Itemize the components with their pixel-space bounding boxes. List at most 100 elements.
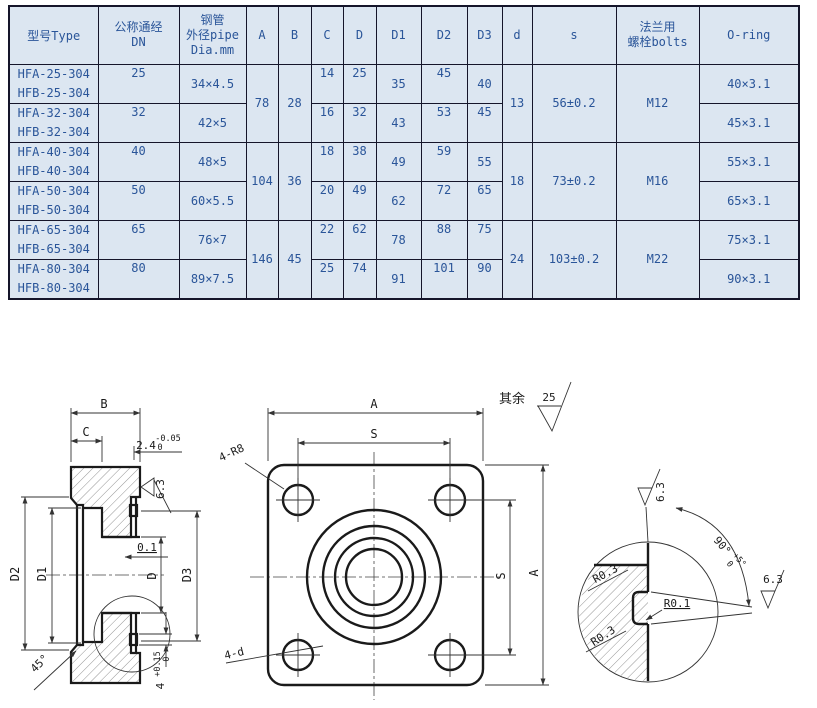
dn-cell: 25 [97, 63, 180, 104]
oring-cell: 65×3.1 [698, 180, 800, 221]
d3-cell: 55 [466, 141, 503, 182]
d3-cell: 40 [466, 63, 503, 104]
flange-outline [266, 463, 485, 687]
col-header-d2: D2 [420, 5, 468, 65]
radius-label: R0.1 [664, 597, 691, 610]
others-finish-symbol [537, 381, 572, 433]
d2-cell: 88 [420, 219, 468, 260]
type-cell: HFA-25-304 HFB-25-304 [8, 63, 99, 104]
bolts-cell: M22 [615, 219, 700, 299]
dim-a-side-label: A [527, 569, 541, 577]
a-cell: 104 [245, 141, 279, 221]
d2-cell: 72 [420, 180, 468, 221]
dsmall-cell: 18 [501, 141, 533, 221]
c-cell: 16 [310, 102, 344, 143]
bolts-cell: M12 [615, 63, 700, 143]
d2-cell: 53 [420, 102, 468, 143]
oring-cell: 40×3.1 [698, 63, 800, 104]
corner-radius-note: 4-R8 [217, 441, 247, 464]
col-header-pipe: 钢管 外径pipe Dia.mm [178, 5, 247, 65]
dim-d2-label: D2 [8, 567, 22, 581]
type-cell: HFA-32-304 HFB-32-304 [8, 102, 99, 143]
a-cell: 146 [245, 219, 279, 299]
d1-cell: 91 [375, 258, 422, 299]
pipe-cell: 34×4.5 [178, 63, 247, 104]
col-header-a: A [245, 5, 279, 65]
d2-cell: 101 [420, 258, 468, 299]
pipe-cell: 42×5 [178, 102, 247, 143]
center-bores [305, 508, 443, 646]
d3-cell: 90 [466, 258, 503, 299]
oring-groove-section [128, 632, 139, 647]
type-cell: HFA-80-304 HFB-80-304 [8, 258, 99, 299]
dsmall-cell: 24 [501, 219, 533, 299]
pipe-cell: 48×5 [178, 141, 247, 182]
d1-cell: 35 [375, 63, 422, 104]
col-header-b: B [277, 5, 312, 65]
type-cell: HFA-40-304 HFB-40-304 [8, 141, 99, 182]
spec-table: 型号Type 公称通经 DN 钢管 外径pipe Dia.mm A B C D … [8, 5, 800, 300]
col-header-d: D [342, 5, 377, 65]
dim-s-side-label: S [494, 572, 508, 579]
col-header-s: s [531, 5, 617, 65]
others-finish-label: 其余 [499, 391, 525, 407]
section-view: B C 2.4 -0.05 0 6.3 D2 D1 0.1 D [8, 397, 201, 691]
oring-groove-section [128, 503, 139, 518]
col-header-d3: D3 [466, 5, 503, 65]
d2-cell: 59 [420, 141, 468, 182]
section-upper-body [69, 465, 142, 539]
dim-b-label: B [100, 397, 107, 411]
dsmall-cell: 13 [501, 63, 533, 143]
c-cell: 25 [310, 258, 344, 299]
d3-cell: 45 [466, 102, 503, 143]
dim-s-top-label: S [370, 427, 377, 441]
dim-d1-label: D1 [35, 567, 49, 581]
table-row: HFA-25-304 HFB-25-304 25 34×4.5 78 28 14… [8, 63, 800, 143]
depth-dim-label: 4 [154, 682, 167, 689]
dn-cell: 32 [97, 102, 180, 143]
d-cell: 74 [342, 258, 377, 299]
step-dim-label: 0.1 [137, 541, 157, 554]
detail-hatch [579, 565, 648, 681]
d1-cell: 62 [375, 180, 422, 221]
b-cell: 28 [277, 63, 312, 143]
dim-a-top-label: A [370, 397, 378, 411]
oring-groove-profile [631, 590, 648, 626]
lip-tol-upper: -0.05 [155, 434, 181, 444]
b-cell: 45 [277, 219, 312, 299]
d-cell: 62 [342, 219, 377, 260]
svg-text:90°: 90° [711, 534, 734, 558]
svg-text:0: 0 [724, 559, 735, 569]
front-view: A S S A 4-R8 4-d [217, 397, 549, 700]
dn-cell: 50 [97, 180, 180, 221]
d1-cell: 49 [375, 141, 422, 182]
oring-cell: 90×3.1 [698, 258, 800, 299]
c-cell: 18 [310, 141, 344, 182]
col-header-oring: O-ring [698, 5, 800, 65]
pipe-cell: 76×7 [178, 219, 247, 260]
others-finish-value: 25 [542, 391, 555, 404]
d-cell: 32 [342, 102, 377, 143]
d3-cell: 75 [466, 219, 503, 260]
col-header-dn: 公称通经 DN [97, 5, 180, 65]
bolts-cell: M16 [615, 141, 700, 221]
table-header-row: 型号Type 公称通经 DN 钢管 外径pipe Dia.mm A B C D … [8, 5, 800, 65]
oring-cell: 75×3.1 [698, 219, 800, 260]
dn-cell: 65 [97, 219, 180, 260]
col-header-type: 型号Type [8, 5, 99, 65]
type-cell: HFA-50-304 HFB-50-304 [8, 180, 99, 221]
s-cell: 103±0.2 [531, 219, 617, 299]
chamfer-label: 45° [28, 652, 51, 675]
c-cell: 22 [310, 219, 344, 260]
d3-cell: 65 [466, 180, 503, 221]
dn-cell: 80 [97, 258, 180, 299]
d-cell: 38 [342, 141, 377, 182]
d1-cell: 78 [375, 219, 422, 260]
s-cell: 73±0.2 [531, 141, 617, 221]
depth-tol-lower: 0 [162, 656, 172, 661]
detail-view: 其余 25 R0.3 R0.1 R0.3 90° +5° 0 6.3 [499, 381, 785, 683]
lip-dim-label: 2.4 [136, 439, 156, 452]
dim-c-label: C [82, 425, 89, 439]
oring-cell: 55×3.1 [698, 141, 800, 182]
pipe-cell: 60×5.5 [178, 180, 247, 221]
